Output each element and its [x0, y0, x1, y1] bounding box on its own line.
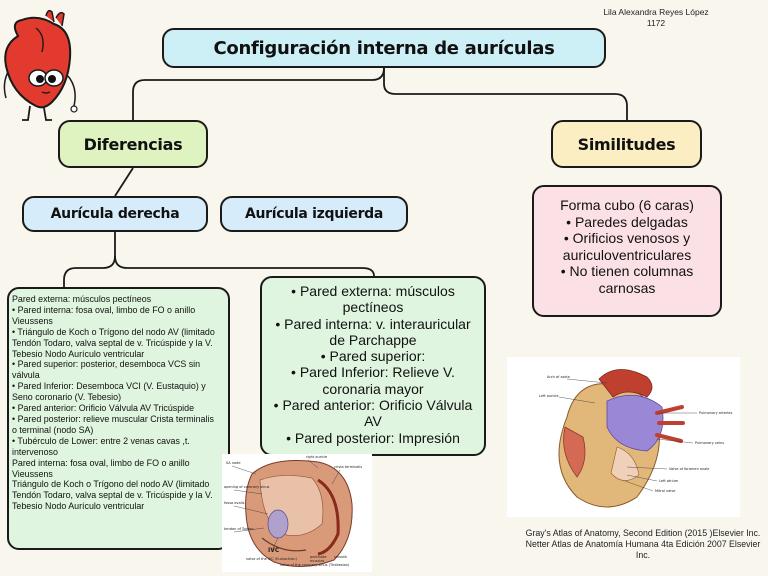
heart-left-label: valve of the IVC (Eustachian) [246, 557, 297, 561]
heart-left-label: pectinate [310, 555, 327, 559]
auricula-derecha-item: • Tubérculo de Lower: entre 2 venas cava… [12, 435, 190, 457]
heart-left-label: fossa ovalis [224, 501, 245, 505]
heart-left-label: right auricle [306, 455, 327, 459]
auricula-izquierda-label: Aurícula izquierda [244, 206, 384, 222]
similitudes-item: Forma cubo (6 caras) [560, 197, 694, 213]
heart-right-label: Left auricle [539, 394, 559, 398]
auricula-izquierda-item: • Pared posterior: Impresión [286, 429, 460, 446]
heart-left-label: opening of coronary sinus [224, 485, 270, 489]
similitudes-label: Similitudes [577, 134, 676, 154]
diferencias-box: Diferencias [58, 120, 208, 168]
heart-anatomy-image-left: SA node right auricle crista terminalis … [222, 454, 372, 572]
similitudes-box: Similitudes [551, 120, 702, 168]
auricula-izquierda-item: • Pared Inferior: Relieve V. coronaria m… [291, 364, 455, 397]
auricula-izquierda-item: • Pared externa: músculos pectíneos [291, 283, 455, 316]
auricula-izquierda-item: • Pared superior: [320, 348, 426, 365]
heart-left-label: crista terminalis [334, 465, 362, 469]
auricula-derecha-item: • Pared anterior: Orificio Válvula AV Tr… [12, 403, 194, 414]
auricula-izquierda-item: • Pared anterior: Orificio Válvula AV [273, 397, 473, 430]
heart-left-label: smooth [334, 555, 347, 559]
auricula-derecha-content-box: Pared externa: músculos pectíneos • Pare… [7, 287, 230, 550]
auricula-izquierda-content-box: • Pared externa: músculos pectíneos • Pa… [260, 276, 486, 456]
auricula-izquierda-item: • Pared interna: v. interauricular de Pa… [275, 315, 471, 348]
heart-right-label: Mitral valve [655, 489, 675, 493]
author-number: 1172 [646, 18, 666, 28]
auricula-derecha-item: • Triángulo de Koch o Trígono del nodo A… [12, 326, 215, 359]
main-title-box: Configuración interna de aurículas [162, 28, 606, 68]
heart-mascot-icon [3, 9, 78, 121]
similitudes-item: • Orificios venosos y auriculoventricula… [562, 230, 692, 263]
auricula-derecha-item: o terminal (nodo SA) [12, 424, 94, 435]
similitudes-item: • Paredes delgadas [566, 213, 688, 230]
reference-item: Netter Atlas de Anatomía Humana 4ta Edic… [525, 539, 761, 560]
author-name: Lila Alexandra Reyes López [603, 7, 709, 17]
auricula-derecha-item: • Pared superior: posterior, desemboca V… [12, 359, 201, 381]
page-title: Configuración interna de aurículas [213, 37, 555, 59]
heart-left-label: tendon of Todaro [224, 527, 253, 531]
auricula-derecha-item: • Pared interna: fosa oval, limbo de FO … [12, 304, 196, 326]
similitudes-content-box: Forma cubo (6 caras) • Paredes delgadas … [532, 185, 722, 317]
similitudes-item: • No tienen columnas carnosas [560, 263, 694, 296]
auricula-derecha-box: Aurícula derecha [22, 196, 208, 232]
auricula-derecha-label: Aurícula derecha [50, 206, 180, 222]
heart-right-label: Valve of foramen ovale [669, 467, 709, 471]
heart-left-label: SA node [226, 461, 241, 465]
heart-left-label: IVC [268, 547, 280, 554]
auricula-derecha-item: Triángulo de Koch o Trígono del nodo AV … [12, 479, 213, 512]
author-block: Lila Alexandra Reyes López 1172 [588, 7, 724, 29]
heart-right-label: Pulmonary arteries [699, 411, 732, 415]
heart-right-label: Arch of aorta [547, 375, 570, 379]
auricula-derecha-item: Pared externa: músculos pectíneos [12, 294, 152, 304]
auricula-derecha-item: • Pared Inferior: Desemboca VCI (V. Eust… [12, 381, 206, 403]
reference-item: Gray's Atlas of Anatomy, Second Edition … [525, 528, 761, 538]
heart-left-label: valve of the coronary sinus (Thebesian) [280, 563, 350, 567]
heart-right-label: Left atrium [659, 479, 679, 483]
heart-anatomy-image-right: Arch of aorta Left auricle Pulmonary art… [507, 357, 740, 517]
heart-right-label: Pulmonary veins [695, 441, 724, 445]
auricula-izquierda-box: Aurícula izquierda [220, 196, 408, 232]
auricula-derecha-item: • Pared posterior: relieve muscular Cris… [12, 413, 214, 424]
diferencias-label: Diferencias [83, 134, 183, 154]
heart-left-label: muscles [310, 559, 325, 563]
references: Gray's Atlas of Anatomy, Second Edition … [520, 528, 766, 561]
auricula-derecha-item: Pared interna: fosa oval, limbo de FO o … [12, 457, 190, 479]
